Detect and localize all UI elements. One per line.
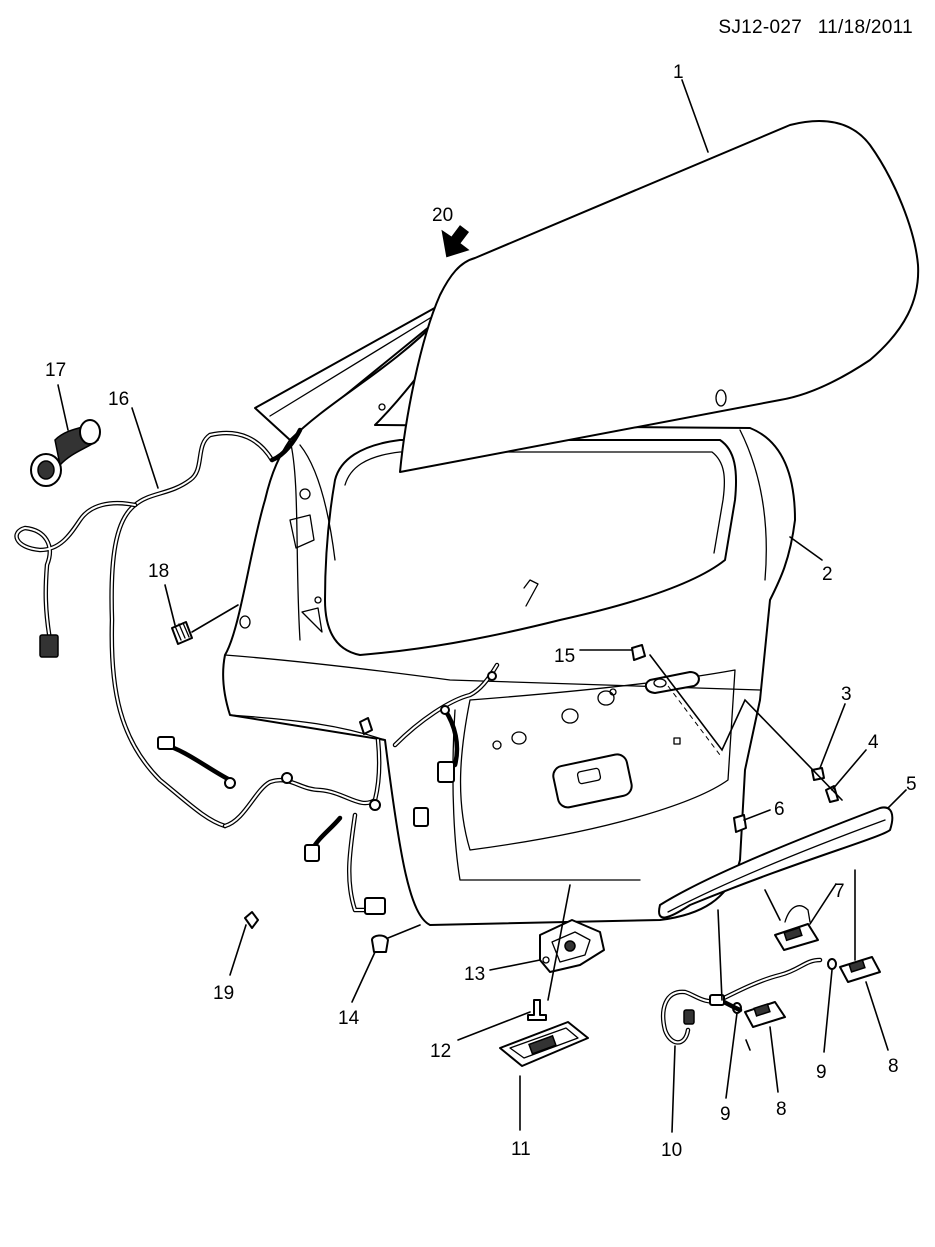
nut-3 xyxy=(811,767,825,781)
license-lamp-right xyxy=(839,956,881,983)
callout-10: 10 xyxy=(661,1140,682,1161)
callout-8-right: 8 xyxy=(888,1056,899,1077)
retainer-clip xyxy=(244,911,259,929)
callout-4: 4 xyxy=(868,732,879,753)
callout-3: 3 xyxy=(841,684,852,705)
callout-19: 19 xyxy=(213,983,234,1004)
callout-13: 13 xyxy=(464,964,485,985)
drawing-id: SJ12-027 xyxy=(718,17,803,38)
clip-6 xyxy=(733,814,747,833)
bolt-4 xyxy=(825,785,839,803)
rear-window-glass xyxy=(399,120,920,473)
callout-17: 17 xyxy=(45,360,66,381)
bumper-15 xyxy=(631,644,646,661)
callout-18: 18 xyxy=(148,561,169,582)
license-lamp-left xyxy=(744,1001,786,1028)
bumper-stop xyxy=(171,621,193,645)
view-direction-arrow xyxy=(441,225,470,258)
liftgate-panel xyxy=(222,304,796,926)
drawing-header: SJ12-027 11/18/2011 xyxy=(708,17,913,39)
callout-12: 12 xyxy=(430,1041,451,1062)
callout-14: 14 xyxy=(338,1008,360,1029)
callout-11: 11 xyxy=(511,1139,531,1160)
release-switch xyxy=(499,1021,589,1067)
callout-1: 1 xyxy=(673,62,684,83)
callout-8-left: 8 xyxy=(776,1099,787,1120)
callout-20: 20 xyxy=(432,205,453,226)
bulb-right xyxy=(827,958,837,970)
callout-7: 7 xyxy=(834,881,845,902)
bolt-12 xyxy=(527,999,547,1021)
callout-9-left: 9 xyxy=(720,1104,731,1125)
latch-assembly xyxy=(539,919,605,973)
wiring-grommet xyxy=(30,419,101,487)
liftgate-applique xyxy=(658,806,894,919)
callout-6: 6 xyxy=(774,799,785,820)
plug-cap xyxy=(371,934,389,953)
callout-9-right: 9 xyxy=(816,1062,827,1083)
rear-camera xyxy=(774,905,819,951)
wiring-harness xyxy=(14,427,500,915)
callout-15: 15 xyxy=(554,646,575,667)
callout-5: 5 xyxy=(906,774,917,795)
callout-16: 16 xyxy=(108,389,129,410)
drawing-date: 11/18/2011 xyxy=(817,17,913,38)
lamp-wiring-harness xyxy=(660,957,823,1045)
callout-2: 2 xyxy=(822,564,833,585)
